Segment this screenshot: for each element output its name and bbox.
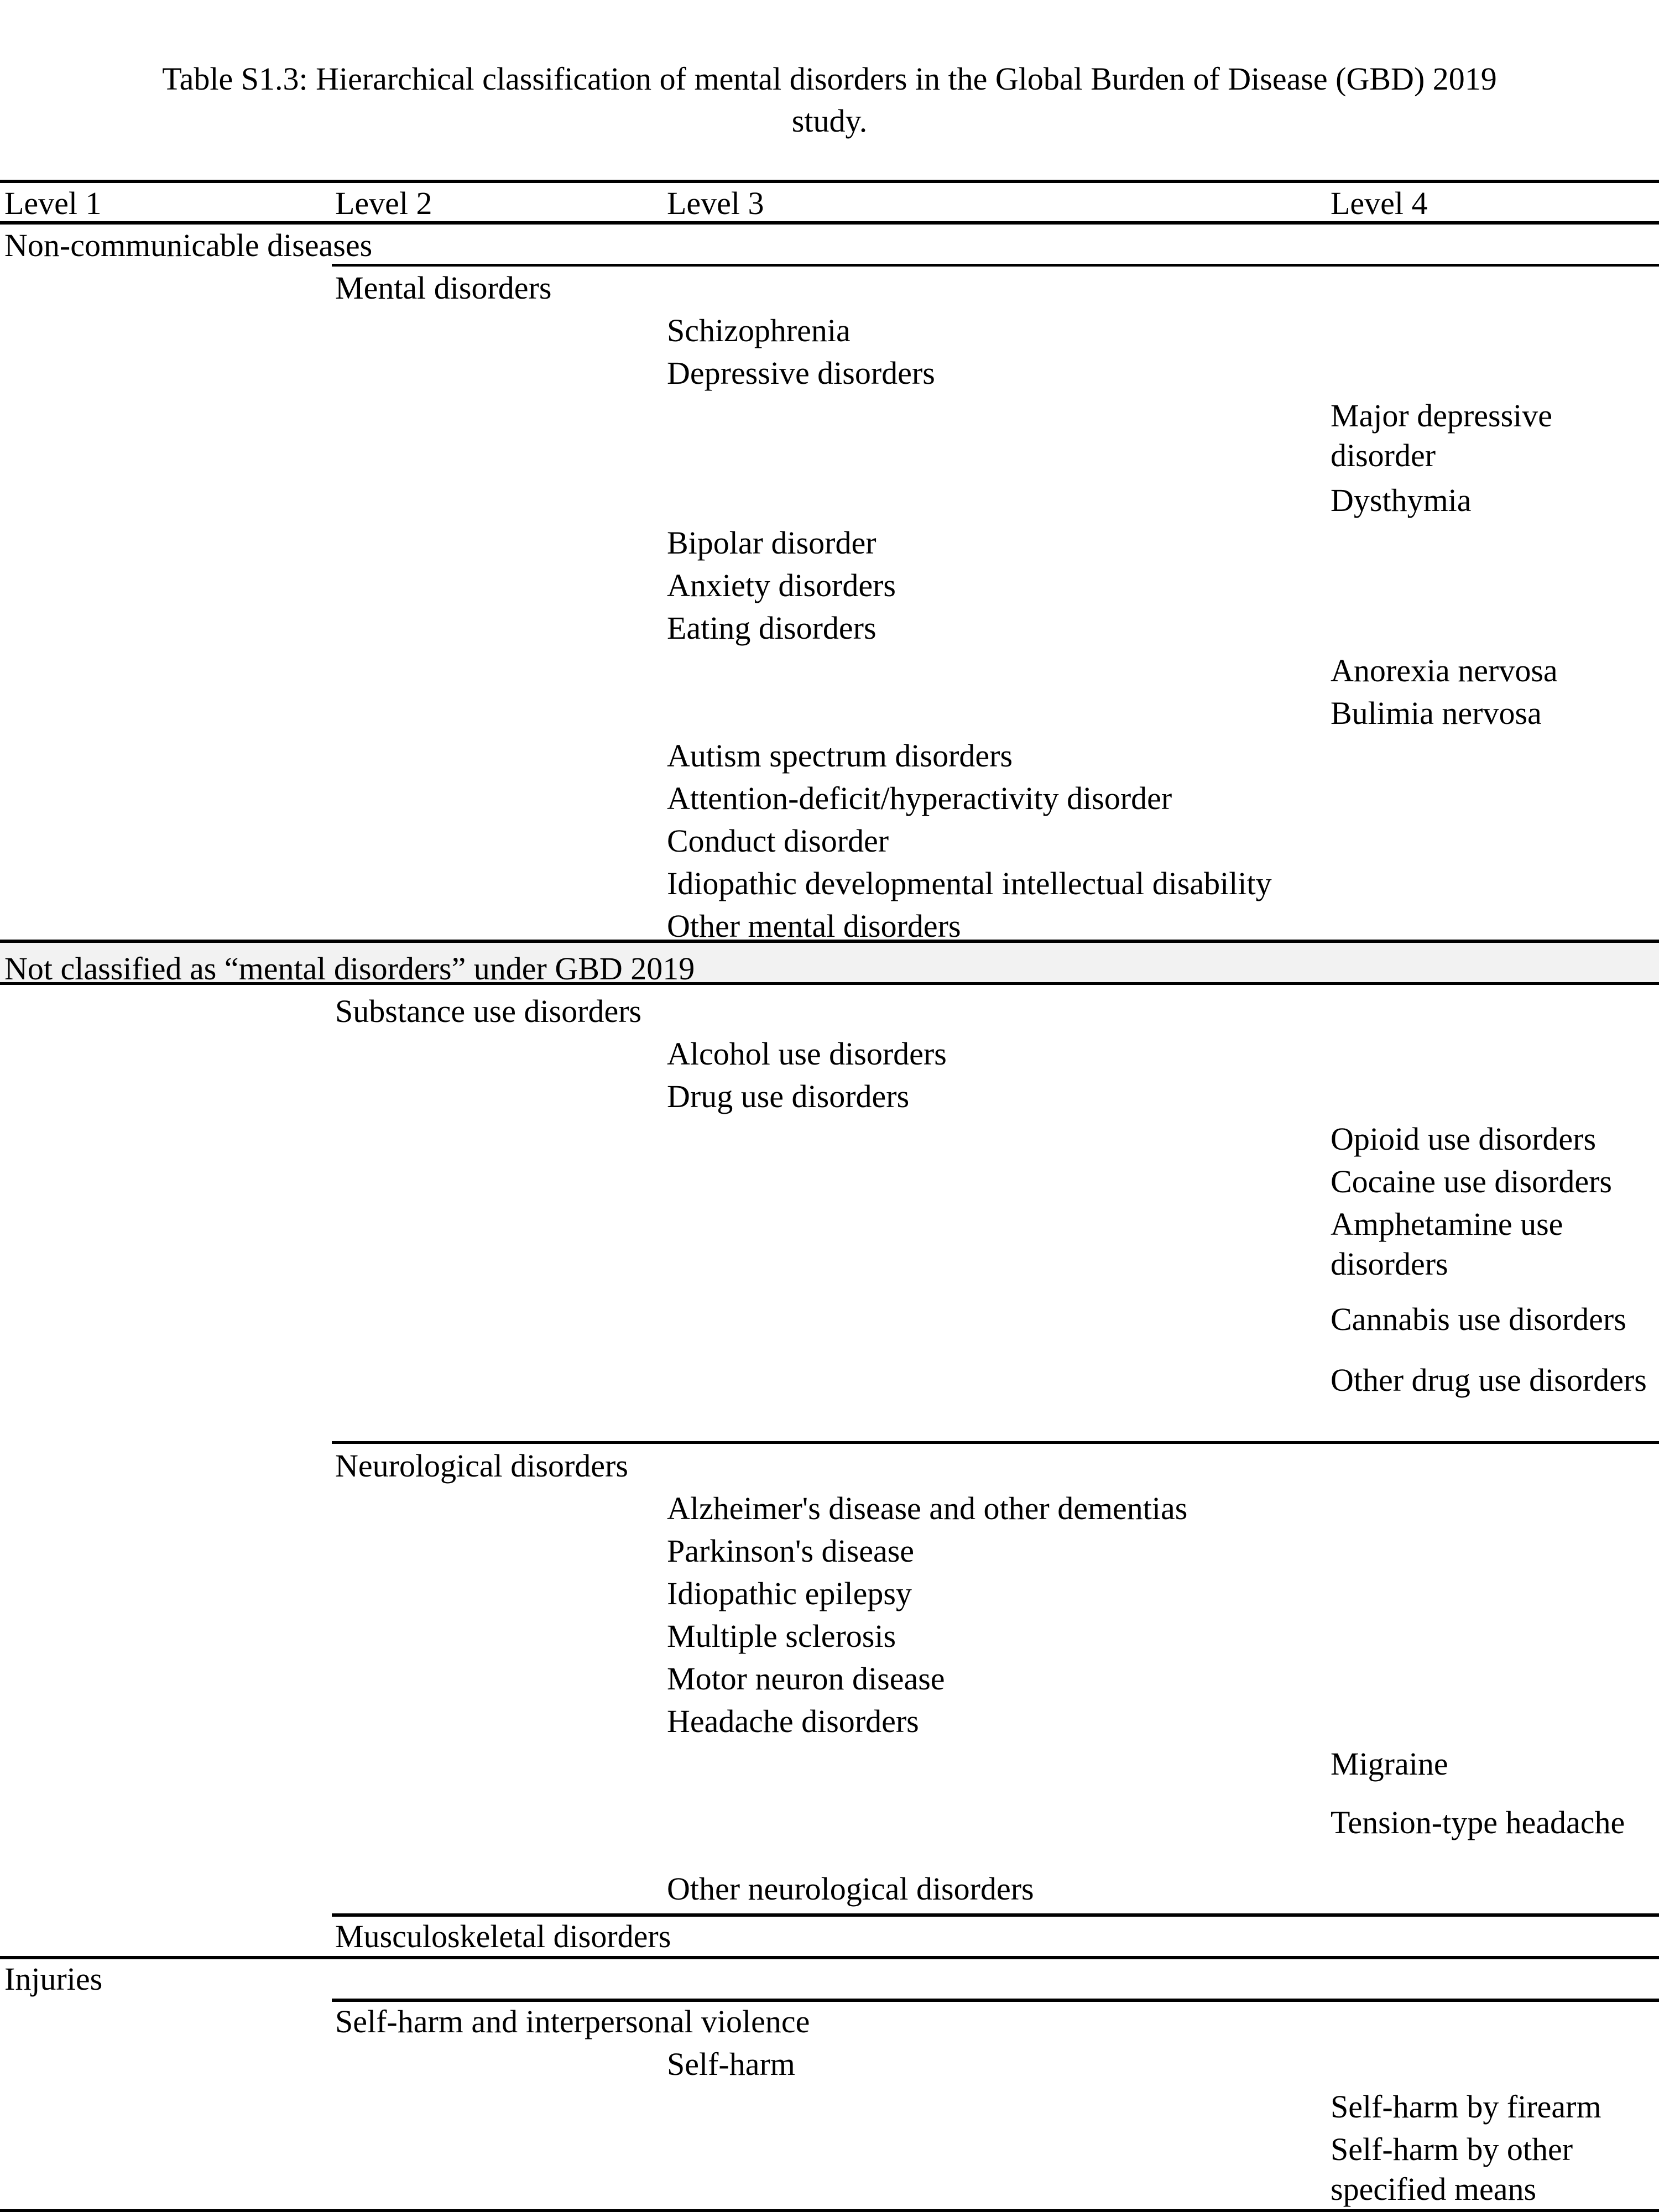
- table-row-level-3: Conduct disorder: [667, 823, 889, 859]
- table-row-level-4: Amphetamine use disorders: [1331, 1206, 1563, 1282]
- table-row-level-3: Multiple sclerosis: [667, 1618, 896, 1654]
- table-row-level-3: Other mental disorders: [667, 908, 961, 944]
- table-row-level-3: Eating disorders: [667, 610, 877, 646]
- table-row-level-3: Attention-deficit/hyperactivity disorder: [667, 780, 1172, 816]
- table-row-level-1: Injuries: [4, 1961, 103, 1997]
- table-title-line-1: Table S1.3: Hierarchical classification …: [162, 61, 1497, 97]
- table-row-level-4: Cocaine use disorders: [1331, 1164, 1612, 1199]
- table-row-level-2: Neurological disorders: [335, 1448, 628, 1484]
- table-row-level-3: Headache disorders: [667, 1703, 919, 1739]
- rule-below-injuries: [332, 1999, 1659, 2002]
- column-header-level-4: Level 4: [1331, 185, 1428, 221]
- table-row-level-3: Drug use disorders: [667, 1078, 910, 1114]
- shaded-row-background: [0, 942, 1659, 984]
- table-row-level-3: Self-harm: [667, 2046, 795, 2082]
- table-title-line-2: study.: [791, 103, 868, 139]
- rule-below-ncd: [332, 264, 1659, 267]
- table-row-level-1: Non-communicable diseases: [4, 227, 373, 263]
- table-row-level-2: Self-harm and interpersonal violence: [335, 2004, 810, 2039]
- table-row-level-4: Self-harm by other specified means: [1331, 2131, 1573, 2207]
- table-row-level-3: Anxiety disorders: [667, 567, 896, 603]
- table-row-level-3: Alcohol use disorders: [667, 1036, 947, 1072]
- table-row-level-3: Alzheimer's disease and other dementias: [667, 1490, 1188, 1526]
- rule-above-injuries: [0, 1956, 1659, 1959]
- table-row-level-3: Other neurological disorders: [667, 1871, 1034, 1907]
- table-row-level-3: Idiopathic developmental intellectual di…: [667, 865, 1272, 901]
- table-row-level-3: Bipolar disorder: [667, 525, 877, 561]
- table-row-level-3: Schizophrenia: [667, 312, 851, 348]
- rule-above-musculoskeletal: [332, 1913, 1659, 1917]
- table-row-level-2: Musculoskeletal disorders: [335, 1918, 671, 1954]
- rule-top: [0, 180, 1659, 183]
- table-row-level-4: Cannabis use disorders: [1331, 1301, 1626, 1337]
- rule-below-header: [0, 221, 1659, 225]
- column-header-level-1: Level 1: [4, 185, 102, 221]
- table-row-level-3: Parkinson's disease: [667, 1533, 915, 1569]
- rule-above-neurological: [332, 1441, 1659, 1444]
- table-row-level-4: Major depressive disorder: [1331, 398, 1553, 473]
- table-row-level-4: Opioid use disorders: [1331, 1121, 1597, 1157]
- table-row-level-1: Not classified as “mental disorders” und…: [4, 951, 695, 987]
- table-title: Table S1.3: Hierarchical classification …: [0, 58, 1659, 142]
- table-row-level-2: Substance use disorders: [335, 993, 642, 1029]
- column-header-level-2: Level 2: [335, 185, 432, 221]
- table-row-level-3: Idiopathic epilepsy: [667, 1575, 912, 1611]
- table-row-level-3: Motor neuron disease: [667, 1661, 945, 1697]
- table-row-level-4: Other drug use disorders: [1331, 1362, 1647, 1398]
- rule-bottom: [0, 2209, 1659, 2212]
- table-row-level-4: Bulimia nervosa: [1331, 695, 1542, 731]
- table-row-level-3: Depressive disorders: [667, 355, 935, 391]
- table-row-level-4: Self-harm by firearm: [1331, 2089, 1601, 2125]
- column-header-level-3: Level 3: [667, 185, 764, 221]
- rule-above-not-classified: [0, 940, 1659, 943]
- table-row-level-4: Tension-type headache: [1331, 1804, 1625, 1840]
- table-row-level-3: Autism spectrum disorders: [667, 738, 1013, 774]
- table-row-level-4: Dysthymia: [1331, 482, 1472, 518]
- table-row-level-4: Migraine: [1331, 1746, 1448, 1782]
- table-row-level-4: Anorexia nervosa: [1331, 653, 1558, 688]
- rule-below-not-classified: [0, 982, 1659, 985]
- table-row-level-2: Mental disorders: [335, 270, 552, 306]
